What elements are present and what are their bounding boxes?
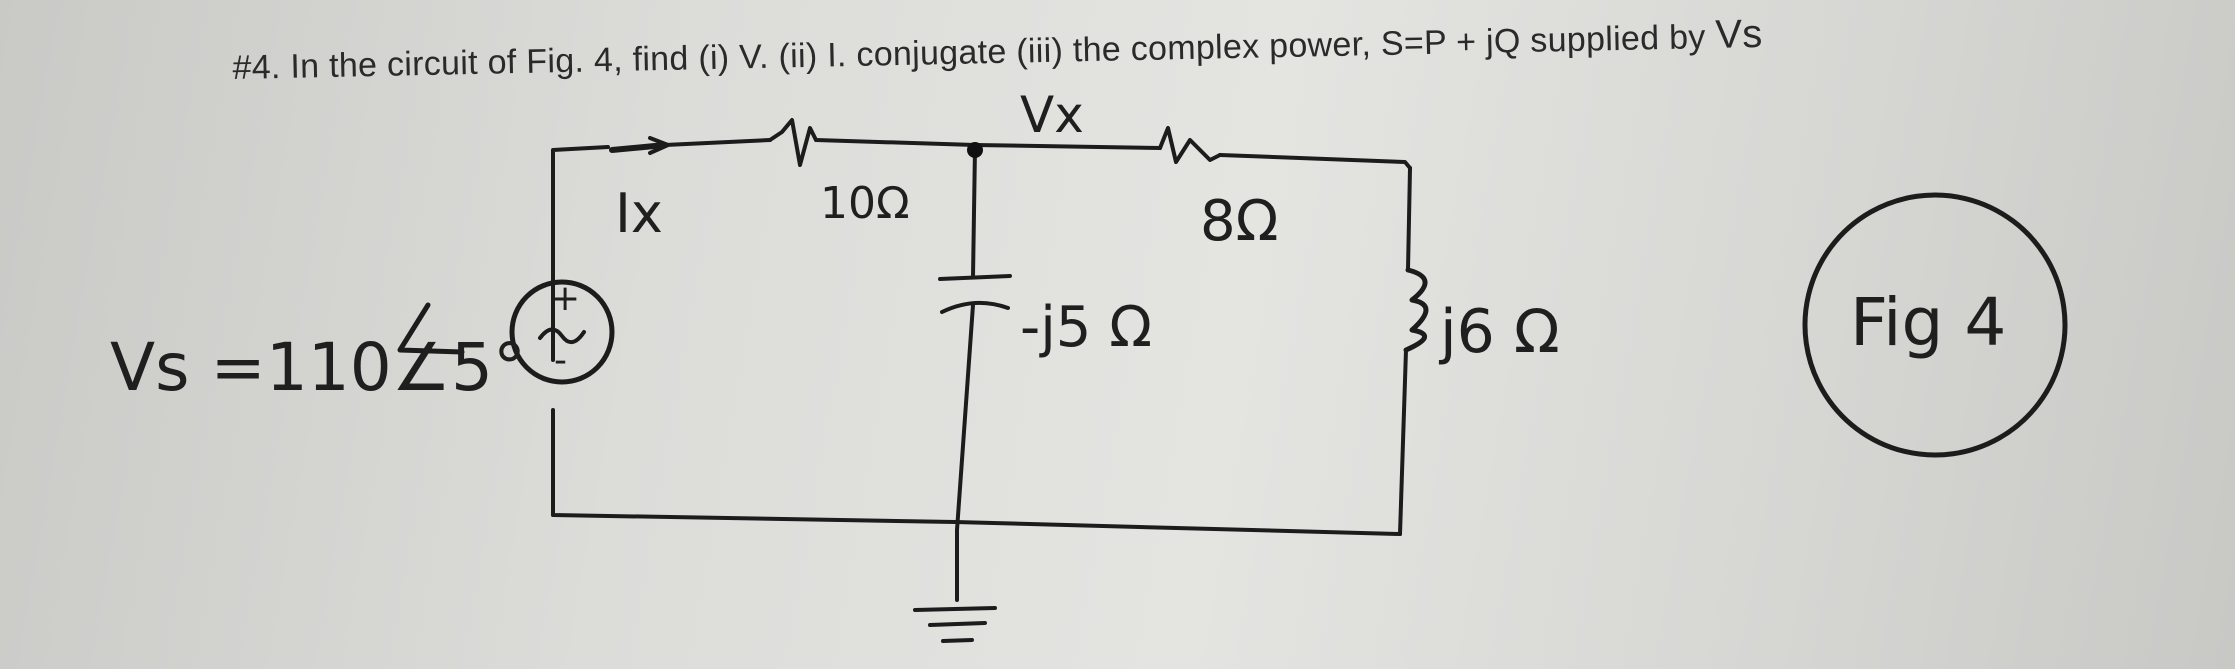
figure-label: Fig 4 [1850,284,2006,361]
current-arrow [609,142,668,153]
ground-line-2 [928,621,987,627]
wire-bottom [551,508,1402,536]
wire-middle-lower [955,303,975,602]
wire-top-2 [814,138,977,147]
source-value-label: Vs =110∠5° [110,329,526,406]
resistor-10-label: 10Ω [820,178,910,229]
capacitor-plate-top [938,274,1012,281]
ground-line-1 [913,606,997,612]
source-tilde [538,327,586,344]
figure-circle [1802,192,2068,458]
node-dot [967,142,983,158]
resistor-8-label: 8Ω [1200,189,1278,254]
wire-top-left [551,145,610,362]
source-plus-sign: + [550,278,580,319]
wire-right-upper [1406,166,1412,272]
node-label: Vx [1020,86,1084,144]
wire-right-lower [1398,348,1408,536]
wire-top-1 [663,138,772,147]
resistor-10-ohm [768,118,818,167]
source-minus-sign: - [554,340,567,381]
ground-line-3 [941,638,974,643]
capacitor-plate-bottom [940,300,1010,314]
wire-top-4 [1218,153,1412,170]
inductor-label: j6 Ω [1438,297,1560,367]
inductor-icon [1403,267,1429,353]
wire-middle-upper [971,146,977,279]
capacitor-label: -j5 Ω [1020,295,1152,360]
wire-top-3 [973,143,1162,150]
current-label: Ix [615,182,663,245]
resistor-8-ohm [1158,126,1222,164]
angle-symbol [397,302,465,355]
voltage-source-icon [509,279,615,385]
